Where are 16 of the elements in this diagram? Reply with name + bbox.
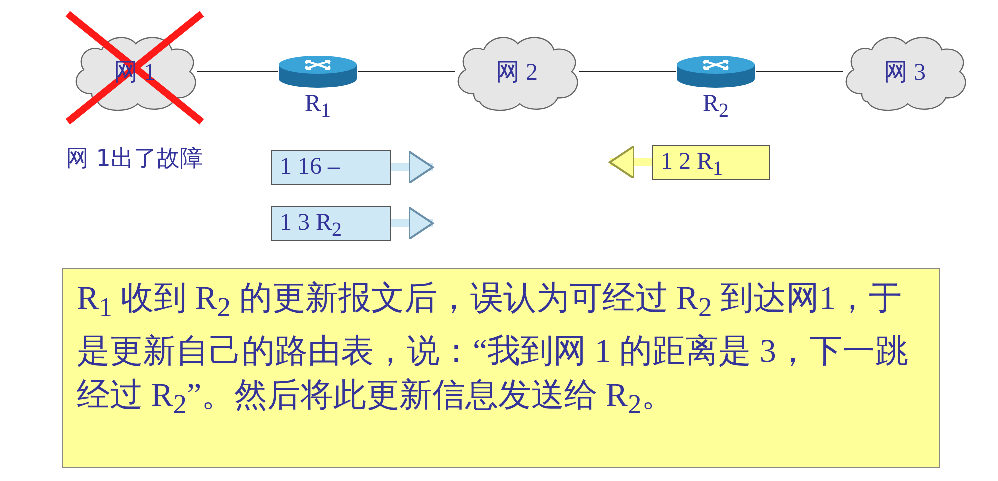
network-name: 网 3: [883, 59, 927, 88]
network-name: 网 2: [495, 59, 539, 88]
route-entry-box: [271, 206, 391, 241]
block-arrow: [391, 150, 434, 184]
note-box: [62, 268, 940, 468]
route-entry-box: [652, 145, 770, 180]
router-name: R$_{1}$: [304, 91, 332, 123]
status-note: 网 1出了故障: [66, 145, 203, 174]
block-arrow: [609, 146, 652, 180]
route-entry-text: 1 16 –: [279, 154, 340, 180]
block-arrow: [391, 206, 434, 240]
note-text: R$_{1}$ 收到 R$_{2}$ 的更新报文后，误认为可经过 R$_{2}$ 到达网1，于是更新自己的路由表，说：“我到网 1 的距离是 3，下一跳经过 R$_{2}$”。然后将此更新信息发送给 R$_{2}$。: [76, 280, 910, 422]
route-entry-box: [271, 150, 391, 185]
route-entry-text: 1 3 R$_{2}$: [279, 210, 342, 236]
router-name: R$_{2}$: [702, 91, 730, 123]
route-entry-text: 1 2 R$_{1}$: [660, 149, 724, 175]
